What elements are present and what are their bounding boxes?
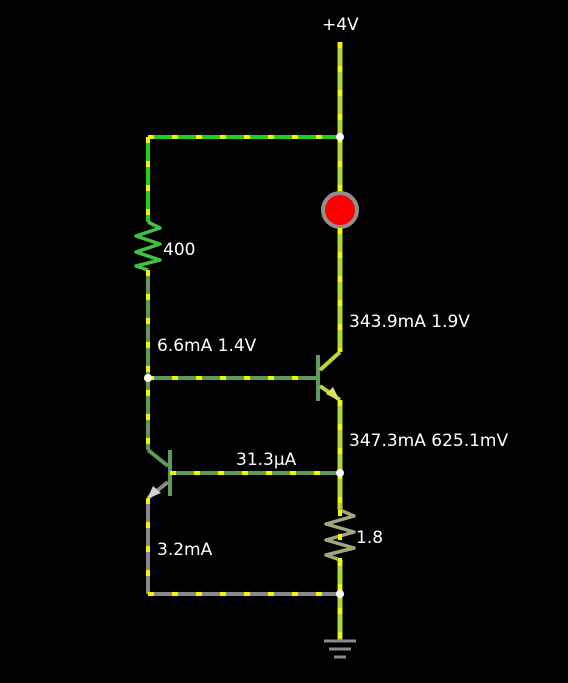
resistor-400[interactable]: [134, 220, 162, 272]
lamp[interactable]: [321, 191, 359, 229]
transistor-q1[interactable]: [316, 350, 342, 402]
supply-label: +4V: [322, 15, 359, 35]
q1-collector-reading: 343.9mA 1.9V: [349, 312, 470, 332]
ground-symbol: [324, 639, 356, 659]
resistor-1-8-label: 1.8: [356, 528, 383, 548]
q1-emitter-reading: 347.3mA 625.1mV: [349, 431, 508, 451]
resistor-1-8[interactable]: [324, 508, 356, 562]
resistor-400-label: 400: [163, 240, 195, 260]
node-emitter: [336, 469, 344, 477]
q2-base-current: 31.3µA: [236, 450, 297, 470]
node-top-right: [336, 133, 344, 141]
node-left-base: [144, 374, 152, 382]
node-bottom-right: [336, 590, 344, 598]
left-branch-reading: 6.6mA 1.4V: [157, 336, 257, 356]
q2-emitter-current: 3.2mA: [157, 540, 213, 560]
transistor-q2[interactable]: [146, 448, 172, 500]
